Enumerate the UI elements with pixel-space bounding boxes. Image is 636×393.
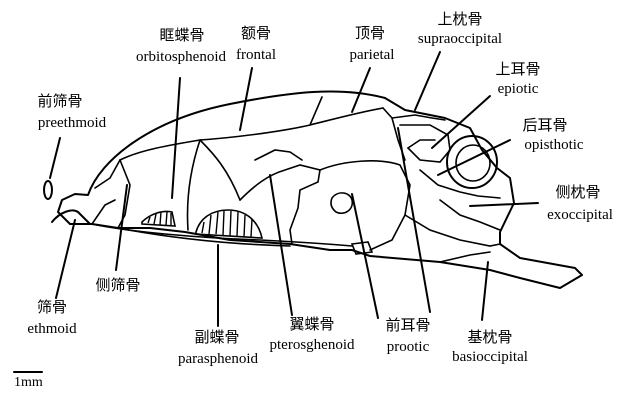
preethmoid-bone xyxy=(44,181,52,199)
label-frontal-en: frontal xyxy=(236,48,276,63)
prootic-foramen xyxy=(331,193,352,213)
frontal-inner xyxy=(200,140,240,200)
scale-bar-label: 1mm xyxy=(14,376,43,390)
leader-parietal xyxy=(352,68,370,112)
label-exoccipital-en: exoccipital xyxy=(547,208,613,223)
skull-outline xyxy=(58,91,582,288)
hatch-right xyxy=(196,210,262,238)
label-epiotic-en: epiotic xyxy=(498,82,539,97)
basioccipital-lower xyxy=(440,252,490,262)
label-basioccipital-en: basioccipital xyxy=(452,350,528,365)
label-frontal-zh: 额骨 xyxy=(241,26,271,41)
frontal-suture xyxy=(200,97,322,140)
label-prootic-en: prootic xyxy=(387,340,430,355)
label-supraoccipital-en: supraoccipital xyxy=(418,32,502,47)
prootic-edge xyxy=(320,161,410,250)
label-lateral-ethmoid-zh: 侧筛骨 xyxy=(95,278,140,293)
epiotic-inner xyxy=(408,140,435,148)
label-ethmoid-en: ethmoid xyxy=(27,322,76,337)
label-parietal-zh: 顶骨 xyxy=(355,26,385,41)
leader-ethmoid xyxy=(56,220,75,298)
pterosphenoid-edge xyxy=(240,165,320,244)
label-opisthotic-en: opisthotic xyxy=(524,138,583,153)
leader-exoccipital xyxy=(470,203,538,206)
label-parietal-en: parietal xyxy=(350,48,395,63)
parietal-suture xyxy=(310,108,383,125)
label-ethmoid-zh: 筛骨 xyxy=(37,300,67,315)
leader-frontal xyxy=(240,68,252,130)
lateral-ethmoid-edge xyxy=(118,160,130,228)
leader-epiotic xyxy=(432,96,490,148)
hatch-left xyxy=(142,211,175,226)
leader-basioccipital xyxy=(482,262,488,320)
leader-supraoccipital xyxy=(415,52,440,110)
label-exoccipital-zh: 侧枕骨 xyxy=(555,185,600,200)
leader-orbitosphenoid xyxy=(172,78,180,198)
label-orbitosphenoid-en: orbitosphenoid xyxy=(136,50,226,65)
pterosphenoid-top xyxy=(255,150,302,160)
label-prootic-zh: 前耳骨 xyxy=(385,318,430,333)
label-parasphenoid-en: parasphenoid xyxy=(178,352,258,367)
label-opisthotic-zh: 后耳骨 xyxy=(522,118,567,133)
label-basioccipital-zh: 基枕骨 xyxy=(467,330,512,345)
epiotic-edge xyxy=(400,125,450,162)
label-pterosphenoid-en: pterosghenoid xyxy=(270,338,355,353)
label-orbitosphenoid-zh: 眶蝶骨 xyxy=(159,28,204,43)
leader-preethmoid xyxy=(50,138,60,178)
label-epiotic-zh: 上耳骨 xyxy=(495,62,540,77)
label-parasphenoid-zh: 副蝶骨 xyxy=(194,330,239,345)
label-preethmoid-en: preethmoid xyxy=(38,116,106,131)
basioccipital-edge xyxy=(405,215,500,246)
label-supraoccipital-zh: 上枕骨 xyxy=(437,12,482,27)
label-pterosphenoid-zh: 翼蝶骨 xyxy=(289,317,334,332)
label-preethmoid-zh: 前筛骨 xyxy=(37,94,82,109)
ethmoid-inner xyxy=(92,200,115,224)
